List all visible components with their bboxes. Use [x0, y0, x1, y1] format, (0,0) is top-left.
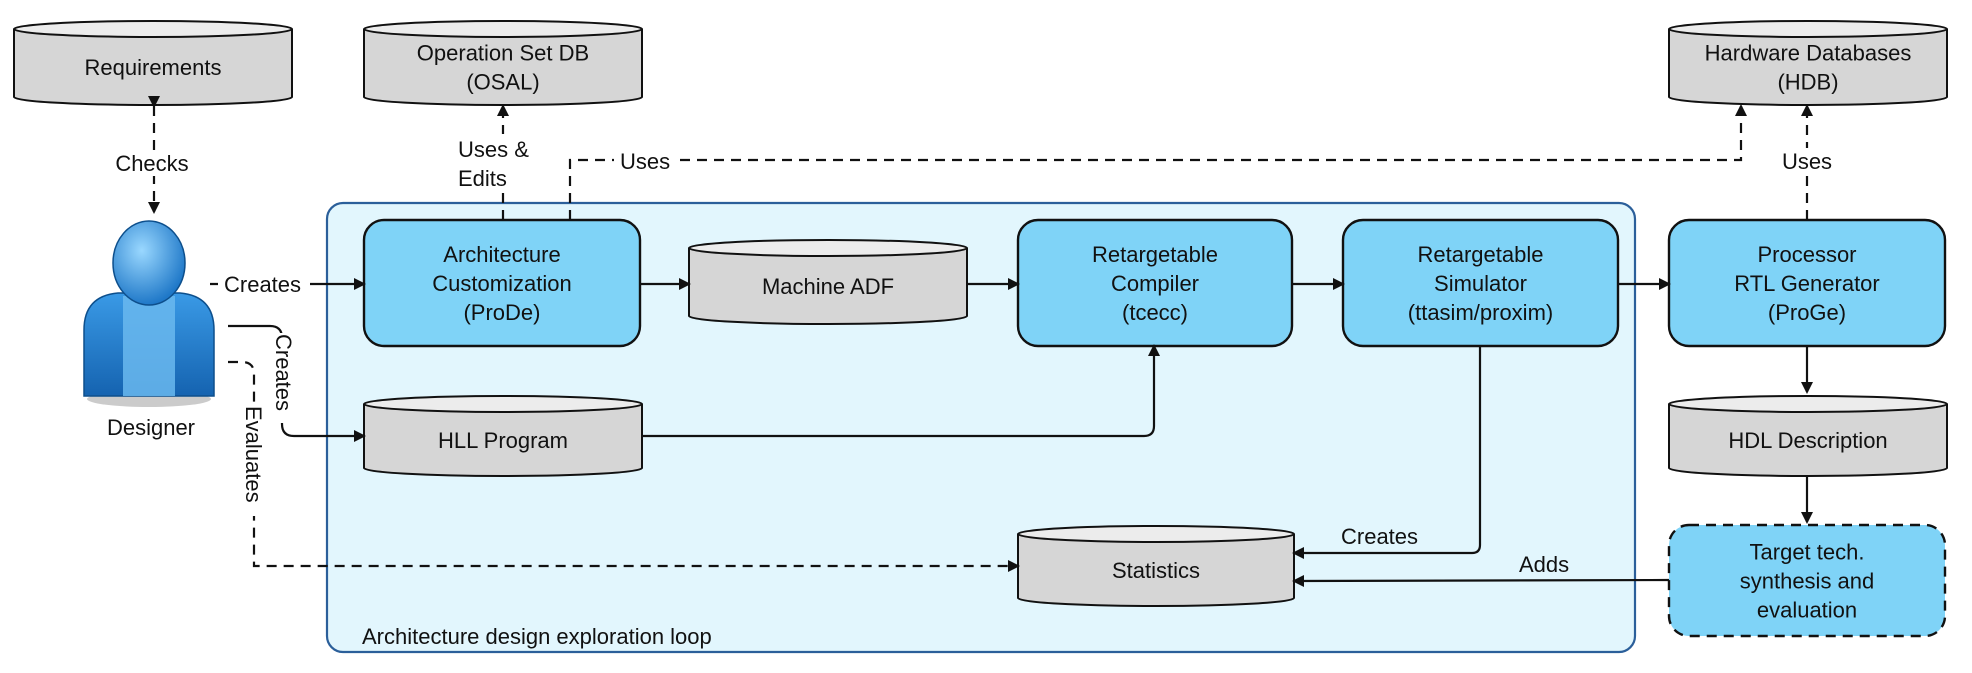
database-hdb-line-1: Hardware Databases: [1705, 41, 1912, 66]
process-proge-line-1: Processor: [1757, 242, 1856, 267]
edge-label-uses-hdb: Uses: [1782, 149, 1832, 174]
edge-label-creates-hll: Creates: [271, 334, 296, 411]
database-osal: Operation Set DB (OSAL): [363, 20, 643, 106]
exploration-loop-label: Architecture design exploration loop: [362, 624, 712, 649]
process-ttasim-line-3: (ttasim/proxim): [1408, 300, 1553, 325]
database-hdl-line-1: HDL Description: [1728, 428, 1887, 453]
database-requirements-line-1: Requirements: [85, 55, 222, 80]
edge-label-uses-edits-1: Uses &: [458, 137, 529, 162]
edge-label-creates-arch: Creates: [224, 272, 301, 297]
person-icon: [83, 220, 215, 407]
process-proge-line-3: (ProGe): [1768, 300, 1846, 325]
database-osal-line-1: Operation Set DB: [417, 41, 589, 66]
process-prode-line-3: (ProDe): [463, 300, 540, 325]
process-synthesis: Target tech. synthesis and evaluation: [1667, 523, 1947, 638]
database-adf: Machine ADF: [688, 239, 968, 325]
edge-label-checks: Checks: [115, 151, 188, 176]
database-statistics: Statistics: [1017, 525, 1295, 607]
exploration-loop: Architecture design exploration loop: [325, 201, 1637, 654]
database-hll-line-1: HLL Program: [438, 428, 568, 453]
process-synthesis-line-1: Target tech.: [1750, 540, 1865, 565]
edges: Checks Uses & Edits Uses Uses Creates Cr…: [106, 96, 1842, 587]
designer-actor: Designer: [83, 220, 215, 440]
database-requirements: Requirements: [13, 20, 293, 106]
edge-label-uses-edits-2: Edits: [458, 166, 507, 191]
process-proge-line-2: RTL Generator: [1734, 271, 1880, 296]
process-prode-line-1: Architecture: [443, 242, 560, 267]
edge-label-creates-stats: Creates: [1341, 524, 1418, 549]
process-ttasim-line-1: Retargetable: [1418, 242, 1544, 267]
database-hdb: Hardware Databases (HDB): [1668, 20, 1948, 106]
edge-label-adds: Adds: [1519, 552, 1569, 577]
process-ttasim-line-2: Simulator: [1434, 271, 1527, 296]
database-hdl: HDL Description: [1668, 395, 1948, 477]
process-tcecc-line-3: (tcecc): [1122, 300, 1188, 325]
database-hdb-line-2: (HDB): [1777, 70, 1838, 95]
database-osal-line-2: (OSAL): [466, 70, 539, 95]
database-adf-line-1: Machine ADF: [762, 274, 894, 299]
database-statistics-line-1: Statistics: [1112, 558, 1200, 583]
process-synthesis-line-3: evaluation: [1757, 598, 1857, 623]
process-synthesis-line-2: synthesis and: [1740, 569, 1875, 594]
designer-label: Designer: [107, 415, 195, 440]
edge-label-evaluates: Evaluates: [241, 406, 266, 503]
process-prode-line-2: Customization: [432, 271, 571, 296]
process-tcecc-line-1: Retargetable: [1092, 242, 1218, 267]
database-hll: HLL Program: [363, 395, 643, 477]
edge-label-uses-top: Uses: [620, 149, 670, 174]
process-tcecc-line-2: Compiler: [1111, 271, 1199, 296]
